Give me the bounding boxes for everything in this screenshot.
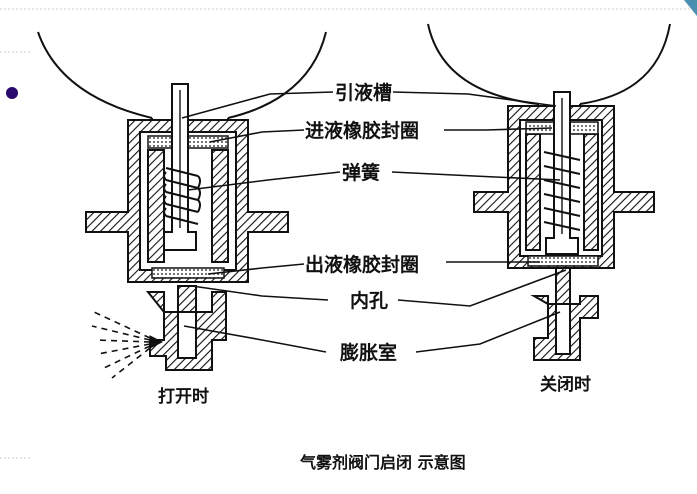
corner-accent <box>684 0 697 16</box>
label-inner-hole: 内孔 <box>350 289 388 312</box>
label-expansion-chamber: 膨胀室 <box>339 341 397 364</box>
label-outlet-seal: 出液橡胶封圈 <box>305 253 419 276</box>
valve-closed <box>427 23 671 361</box>
spray-left <box>91 311 151 379</box>
spring-left <box>163 167 201 225</box>
spring-right <box>543 151 581 231</box>
label-groove: 引液槽 <box>335 81 392 104</box>
diagram-title: 气雾剂阀门启闭 示意图 <box>299 453 466 472</box>
label-inlet-seal: 进液橡胶封圈 <box>305 119 419 142</box>
label-spring: 弹簧 <box>342 161 380 184</box>
caption-closed: 关闭时 <box>540 374 591 395</box>
leader-lines <box>181 91 567 353</box>
valve-open <box>37 31 327 379</box>
outlet-seal-right <box>527 255 599 267</box>
bullet-dot <box>6 87 18 99</box>
caption-open: 打开时 <box>158 386 209 407</box>
can-dome-right <box>427 23 671 105</box>
